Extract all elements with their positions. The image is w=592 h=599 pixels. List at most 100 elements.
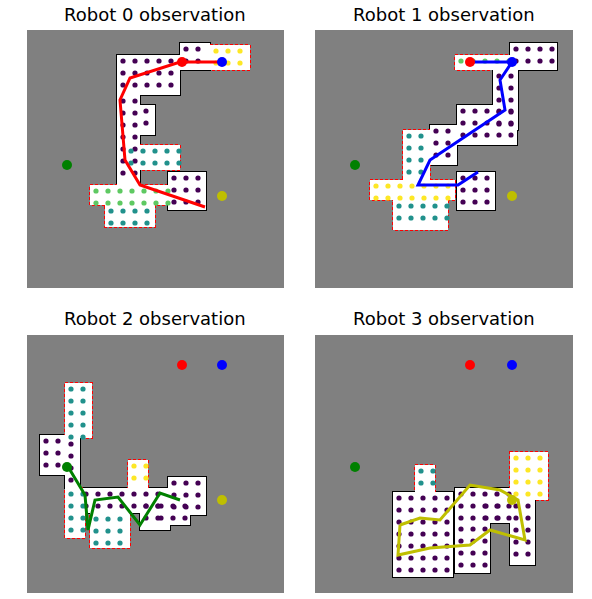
grid-dot [508, 120, 513, 125]
grid-dot [418, 468, 423, 473]
grid-dot [408, 507, 413, 512]
grid-dot [117, 516, 122, 521]
grid-dot [182, 515, 187, 520]
grid-dot [444, 567, 449, 572]
grid-dot [418, 480, 423, 485]
grid-dot [418, 133, 423, 138]
room-floor [65, 488, 85, 538]
grid-dot [496, 132, 501, 137]
room-outline [140, 105, 155, 135]
grid-dot [68, 503, 73, 508]
grid-dot [508, 121, 513, 126]
grid-dot [195, 492, 200, 497]
grid-dot [171, 175, 176, 180]
grid-dot [183, 187, 188, 192]
grid-dot [460, 187, 465, 192]
room-floor [393, 200, 448, 230]
grid-dot [120, 58, 125, 63]
grid-dot [508, 97, 513, 102]
grid-dot [373, 183, 378, 188]
robot-marker [465, 57, 475, 67]
grid-dot [195, 480, 200, 485]
grid-dot [470, 562, 475, 567]
robot-trajectory [418, 62, 512, 185]
grid-dot [408, 567, 413, 572]
robot-marker [217, 360, 227, 370]
grid-dot [484, 108, 489, 113]
grid-dot [495, 503, 500, 508]
grid-dot [152, 160, 157, 165]
grid-dot [213, 48, 218, 53]
grid-dot [406, 169, 411, 174]
explored-area [40, 43, 557, 577]
grid-dot [508, 108, 513, 113]
grid-dot [397, 195, 402, 200]
room-outline [128, 460, 148, 490]
grid-dot [460, 108, 465, 113]
grid-dot [132, 208, 137, 213]
grid-dot [170, 515, 175, 520]
grid-dot [68, 527, 73, 532]
grid-dot [132, 98, 137, 103]
room-floor [510, 452, 548, 500]
grid-dot [432, 203, 437, 208]
robot-trajectory [398, 485, 525, 555]
grid-dot [68, 398, 73, 403]
grid-dot [80, 398, 85, 403]
grid-dot [80, 386, 85, 391]
grid-dot [420, 519, 425, 524]
grid-dot [385, 183, 390, 188]
grid-dot [141, 200, 146, 205]
grid-dot [105, 200, 110, 205]
grid-dot [55, 438, 60, 443]
grid-dot [508, 109, 513, 114]
grid-dot [156, 82, 161, 87]
grid-dot [68, 453, 73, 458]
grid-dot [108, 208, 113, 213]
grid-dot [144, 220, 149, 225]
grid-dot [170, 503, 175, 508]
grid-dot [105, 528, 110, 533]
grid-dot [68, 515, 73, 520]
robot-marker [217, 57, 227, 67]
grid-dot [195, 187, 200, 192]
grid-dot [68, 386, 73, 391]
grid-dot [225, 48, 230, 53]
grid-dot [373, 195, 378, 200]
grid-dot [68, 422, 73, 427]
robot-markers [62, 57, 517, 505]
grid-dot [537, 455, 542, 460]
grid-dot [80, 515, 85, 520]
grid-dot [525, 455, 530, 460]
grid-dot [433, 195, 438, 200]
room-outline [40, 435, 65, 475]
grid-dot [495, 515, 500, 520]
grid-dot [430, 480, 435, 485]
grid-dot [107, 491, 112, 496]
grid-dot [183, 492, 188, 497]
grid-dot [171, 480, 176, 485]
room-outline [90, 185, 170, 205]
grid-dot [433, 140, 438, 145]
grid-dot [409, 183, 414, 188]
robot-marker [177, 360, 187, 370]
grid-dot [120, 208, 125, 213]
grid-dot [432, 531, 437, 536]
grid-dot [143, 120, 148, 125]
robot-trajectory [70, 470, 180, 530]
grid-dot [432, 555, 437, 560]
grid-dot [408, 215, 413, 220]
grid-dot [408, 543, 413, 548]
grid-dot [131, 475, 136, 480]
room-floor [480, 500, 510, 523]
grid-dot [494, 491, 499, 496]
grid-dot [484, 175, 489, 180]
grid-dot [132, 220, 137, 225]
grid-dot [93, 188, 98, 193]
grid-dot [525, 515, 530, 520]
grid-dot [472, 108, 477, 113]
grid-dot [537, 46, 542, 51]
grid-dot [537, 479, 542, 484]
grid-dot [482, 538, 487, 543]
grid-dot [508, 132, 513, 137]
